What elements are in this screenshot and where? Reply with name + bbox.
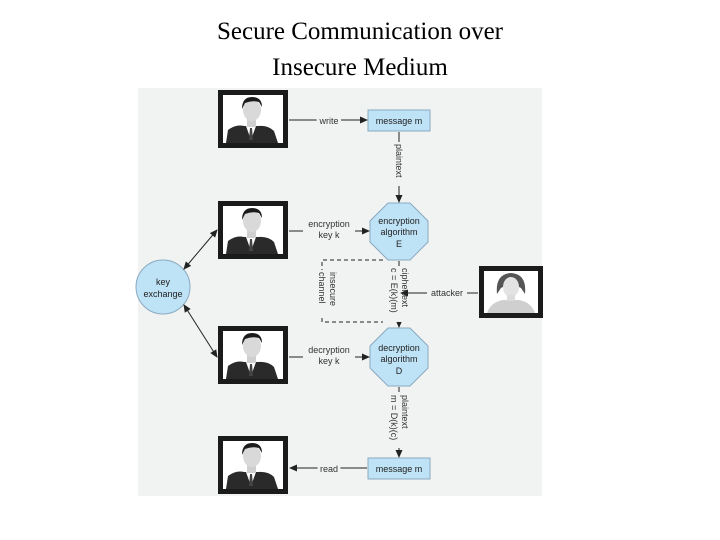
plaintext-bottom-label-bg (385, 392, 413, 448)
encryption-node-line-1: encryption (378, 216, 420, 226)
message-box-bottom (367, 457, 431, 480)
encryption-key-label-line-1: encryption (308, 219, 350, 229)
insecure-channel-label-line-1: insecure (328, 272, 338, 306)
key-exchange-node (135, 259, 191, 315)
ciphertext-label-bg (385, 266, 413, 322)
attacker-label: attacker (431, 288, 463, 298)
encryption-algorithm-node (369, 202, 429, 261)
slide-title-line-1: Secure Communication over (216, 18, 504, 45)
message-top-text: message m (376, 116, 423, 126)
plaintext-bottom-label-line-1: plaintext (400, 395, 410, 429)
encryption-key-label-line-2: key k (318, 230, 340, 240)
ciphertext-label-line-2: c = E(k)(m) (389, 268, 399, 313)
attacker-label-bg (427, 286, 467, 299)
read-label: read (320, 464, 338, 474)
key-exchange-line-1: key (156, 277, 171, 287)
decryption-key-label-line-2: key k (318, 356, 340, 366)
message-box-top (367, 109, 431, 132)
decryption-node-line-2: algorithm (380, 354, 417, 364)
key-exchange-to-decryption-arrow (183, 304, 218, 358)
write-label: write (318, 116, 338, 126)
decryption-key-label-bg (303, 344, 355, 369)
decryption-node-line-1: decryption (378, 343, 420, 353)
person-receiver-icon (218, 326, 288, 384)
encryption-node-line-3: E (396, 239, 402, 249)
decryption-algorithm-node (369, 327, 429, 387)
ciphertext-label-line-1: ciphertext (400, 268, 410, 308)
slide-title-line-2: Insecure Medium (272, 54, 448, 81)
decryption-node-line-3: D (396, 366, 403, 376)
message-bottom-text: message m (376, 464, 423, 474)
plaintext-top-label-bg (393, 142, 405, 186)
person-sender-icon (218, 90, 288, 148)
key-exchange-line-2: exchange (143, 289, 182, 299)
encryption-key-label-bg (303, 218, 355, 243)
decryption-key-label-line-1: decryption (308, 345, 350, 355)
person-attacker-icon (479, 266, 543, 318)
plaintext-bottom-label-line-2: m = D(k)(c) (389, 395, 399, 440)
key-exchange-to-encryption-arrow (183, 229, 218, 270)
plaintext-top-label: plaintext (394, 144, 404, 178)
encryption-node-line-2: algorithm (380, 227, 417, 237)
insecure-channel-label-line-2: channel (317, 272, 327, 304)
person-receiver-icon (218, 436, 288, 494)
insecure-channel-label-bg (316, 270, 346, 318)
person-sender-icon (218, 201, 288, 259)
